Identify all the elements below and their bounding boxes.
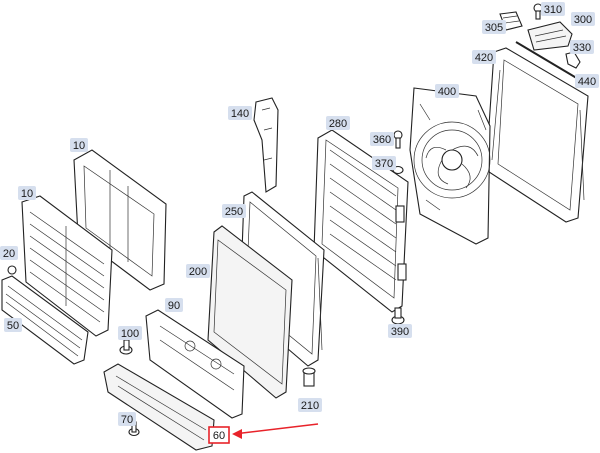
part-100-screw xyxy=(119,339,133,355)
svg-text:305: 305 xyxy=(485,22,503,34)
callout-250[interactable]: 250 xyxy=(222,204,246,218)
callout-400[interactable]: 400 xyxy=(435,84,459,98)
callout-90[interactable]: 90 xyxy=(165,298,183,312)
svg-text:50: 50 xyxy=(7,320,19,332)
svg-text:20: 20 xyxy=(3,248,15,260)
part-60-underbody-guide xyxy=(103,363,215,451)
part-280-radiator xyxy=(313,129,409,313)
callout-305[interactable]: 305 xyxy=(482,20,506,34)
callout-200[interactable]: 200 xyxy=(186,264,210,278)
svg-text:100: 100 xyxy=(121,328,139,340)
callout-310[interactable]: 310 xyxy=(541,2,565,16)
part-140-bracket xyxy=(253,97,279,193)
svg-text:60: 60 xyxy=(213,430,225,442)
callout-360[interactable]: 360 xyxy=(370,132,394,146)
svg-text:280: 280 xyxy=(329,118,347,130)
callout-50[interactable]: 50 xyxy=(4,318,22,332)
svg-text:140: 140 xyxy=(231,108,249,120)
part-300-bracket xyxy=(527,21,573,51)
svg-text:310: 310 xyxy=(544,4,562,16)
part-210-sensor xyxy=(302,367,316,387)
svg-text:10: 10 xyxy=(21,188,33,200)
svg-text:10: 10 xyxy=(73,140,85,152)
svg-text:330: 330 xyxy=(573,42,591,54)
svg-text:370: 370 xyxy=(375,158,393,170)
svg-text:90: 90 xyxy=(168,300,180,312)
svg-text:400: 400 xyxy=(438,86,456,98)
callout-60-highlighted[interactable]: 60 xyxy=(208,426,230,444)
callout-210[interactable]: 210 xyxy=(298,398,322,412)
callout-10-upper[interactable]: 10 xyxy=(70,138,88,152)
callout-10-lower[interactable]: 10 xyxy=(18,186,36,200)
part-330-clip xyxy=(565,51,581,69)
svg-text:300: 300 xyxy=(574,14,592,26)
svg-text:420: 420 xyxy=(475,52,493,64)
callout-100[interactable]: 100 xyxy=(118,326,142,340)
callout-420[interactable]: 420 xyxy=(472,50,496,64)
callout-280[interactable]: 280 xyxy=(326,116,350,130)
callout-440[interactable]: 440 xyxy=(575,74,599,88)
callout-370[interactable]: 370 xyxy=(372,156,396,170)
part-10-shutter-lower xyxy=(21,195,113,337)
callout-20[interactable]: 20 xyxy=(0,246,18,260)
svg-text:250: 250 xyxy=(225,206,243,218)
svg-text:390: 390 xyxy=(391,326,409,338)
callout-140[interactable]: 140 xyxy=(228,106,252,120)
svg-text:70: 70 xyxy=(121,414,133,426)
svg-text:440: 440 xyxy=(578,76,596,88)
part-70-screw xyxy=(128,421,140,437)
svg-text:200: 200 xyxy=(189,266,207,278)
part-310-screw xyxy=(533,3,543,20)
highlight-arrow xyxy=(232,423,319,439)
part-400-fan-shroud xyxy=(409,87,491,245)
svg-text:360: 360 xyxy=(373,134,391,146)
part-420-frame xyxy=(485,47,589,223)
svg-text:210: 210 xyxy=(301,400,319,412)
callout-390[interactable]: 390 xyxy=(388,324,412,338)
part-360-pin xyxy=(393,130,403,149)
part-50-grille xyxy=(1,275,89,365)
callout-70[interactable]: 70 xyxy=(118,412,136,426)
part-90-lower-panel xyxy=(145,309,245,419)
callout-330[interactable]: 330 xyxy=(570,40,594,54)
part-20-clip xyxy=(7,265,17,275)
part-200-air-guide xyxy=(207,225,293,399)
callout-300[interactable]: 300 xyxy=(571,12,595,26)
